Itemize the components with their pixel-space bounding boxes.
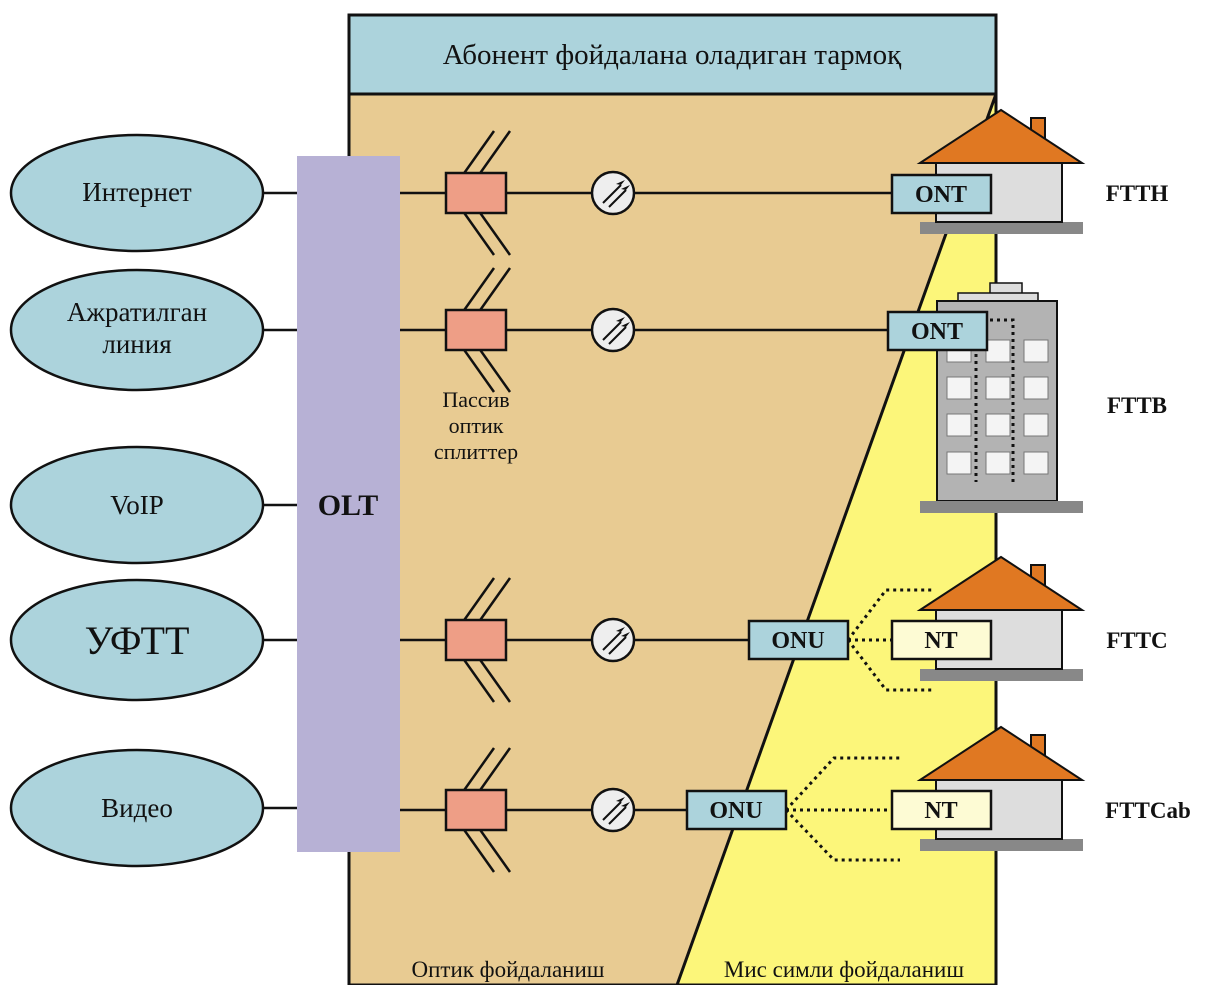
nt-box-fttcab xyxy=(890,789,993,831)
header-title: Абонент фойдалана оладиган тармоқ xyxy=(443,39,902,71)
scenario-fttcab: FTTCab xyxy=(1105,798,1191,823)
onu-box-fttcab xyxy=(685,789,788,831)
service-oval-voip xyxy=(9,445,265,565)
header-box xyxy=(347,13,998,96)
service-label-voip: VoIP xyxy=(110,490,164,520)
service-oval-video xyxy=(9,748,265,868)
fttc-house xyxy=(916,555,1086,681)
olt-block xyxy=(297,156,400,852)
service-label-internet: Интернет xyxy=(82,177,192,207)
header: Абонент фойдалана оладиган тармоқ xyxy=(347,13,998,96)
service-label-uftt: УФТТ xyxy=(85,618,190,663)
scenario-fttb: FTTB xyxy=(1107,393,1167,418)
service-label-video: Видео xyxy=(101,793,173,823)
nt-box-fttc xyxy=(890,619,993,661)
onu-box-fttc xyxy=(747,619,850,661)
fttcab-house xyxy=(916,725,1086,851)
ont-box-fttb xyxy=(886,310,989,352)
ont-box-ftth xyxy=(890,173,993,215)
connector-2 xyxy=(590,307,636,353)
nt-label-fttc: NT xyxy=(924,628,957,654)
connector-4 xyxy=(590,787,636,833)
olt-label: OLT xyxy=(318,489,379,522)
ont-label-fttb: ONT xyxy=(911,319,963,345)
connector-3 xyxy=(590,617,636,663)
connector-1 xyxy=(590,170,636,216)
onu-label-fttcab: ONU xyxy=(709,798,762,824)
service-oval-leased-line xyxy=(9,268,265,392)
olt: OLT xyxy=(297,156,400,852)
onu-label-fttc: ONU xyxy=(771,628,824,654)
service-oval-uftt xyxy=(9,578,265,702)
fttc-copper-drops xyxy=(846,588,932,692)
ont-label-ftth: ONT xyxy=(915,182,967,208)
fttcab-copper-drops xyxy=(784,756,900,862)
service-oval-internet xyxy=(9,133,265,253)
optical-zone-label: Оптик фойдаланиш xyxy=(411,957,604,982)
zones xyxy=(347,92,998,985)
scenario-fttc: FTTC xyxy=(1106,628,1167,653)
nt-label-fttcab: NT xyxy=(924,798,957,824)
scenario-ftth: FTTH xyxy=(1106,181,1169,206)
copper-zone-label: Мис симли фойдаланиш xyxy=(724,957,964,982)
